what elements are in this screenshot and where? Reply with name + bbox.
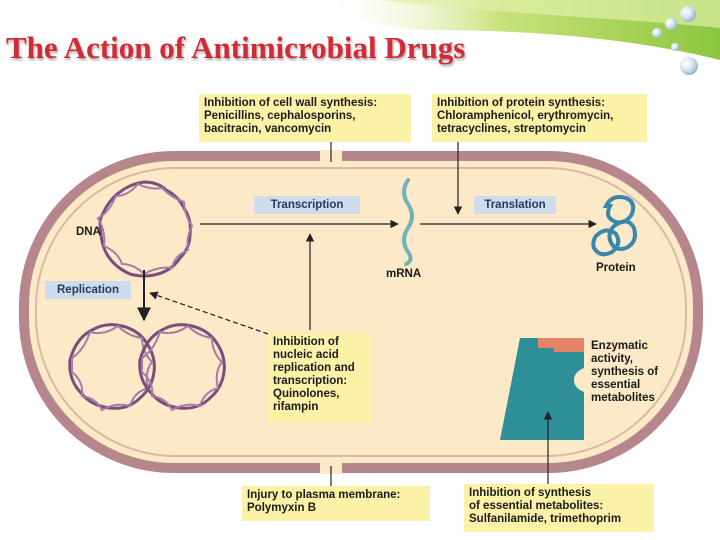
callout-line: Inhibition of protein synthesis: <box>437 97 606 109</box>
callout-line: Inhibition of cell wall synthesis: <box>204 97 378 109</box>
callout-line: Inhibition of synthesis <box>469 487 592 499</box>
process-replication: Replication <box>45 281 131 299</box>
process-transcription: Transcription <box>254 196 360 214</box>
callout-line: replication and <box>273 362 355 374</box>
enzymatic-line: essential <box>591 379 641 391</box>
enzymatic-line: metabolites <box>591 392 655 404</box>
callout-protein-synthesis: Inhibition of protein synthesis: Chloram… <box>432 94 647 142</box>
callout-nucleic-acid: Inhibition of nucleic acid replication a… <box>268 333 372 423</box>
process-translation: Translation <box>474 196 556 214</box>
callout-essential-metabolites: Inhibition of synthesis of essential met… <box>464 484 654 532</box>
callout-line: Polymyxin B <box>247 502 317 514</box>
callout-line: tetracyclines, streptomycin <box>437 123 586 135</box>
callout-line: Inhibition of <box>273 336 339 348</box>
header-swoosh <box>320 0 720 60</box>
water-droplets <box>652 6 698 75</box>
enzymatic-line: synthesis of <box>591 366 659 378</box>
callout-line: nucleic acid <box>273 349 339 361</box>
callout-line: Chloramphenicol, erythromycin, <box>437 110 614 122</box>
enzymatic-activity-label: Enzymatic activity, synthesis of essenti… <box>591 340 658 405</box>
replication-inhibit-arrow <box>149 291 269 335</box>
enzyme-shape <box>500 338 584 440</box>
dna-ring <box>96 180 194 278</box>
callout-line: transcription: <box>273 375 348 387</box>
dna-ring-replicated-right <box>138 323 226 412</box>
callout-cell-wall-synthesis: Inhibition of cell wall synthesis: Penic… <box>199 94 411 142</box>
callout-plasma-membrane: Injury to plasma membrane: Polymyxin B <box>242 486 430 521</box>
protein-label: Protein <box>596 262 636 274</box>
enzymatic-line: Enzymatic <box>591 340 648 352</box>
callout-line: bacitracin, vancomycin <box>204 123 332 135</box>
mrna-strand <box>402 178 414 266</box>
callout-line: rifampin <box>273 401 319 413</box>
protein-shape <box>591 195 637 257</box>
slide-title: The Action of Antimicrobial Drugs <box>6 30 466 65</box>
callout-line: Sulfanilamide, trimethoprim <box>469 513 622 525</box>
mrna-label: mRNA <box>386 268 422 280</box>
enzymatic-line: activity, <box>591 353 633 365</box>
callout-line: Penicillins, cephalosporins, <box>204 110 356 122</box>
dna-ring-replicated-left <box>68 323 156 412</box>
callout-line: of essential metabolites: <box>469 500 604 512</box>
callout-line: Injury to plasma membrane: <box>247 489 401 501</box>
callout-line: Quinolones, <box>273 388 340 400</box>
dna-label: DNA <box>76 226 101 238</box>
